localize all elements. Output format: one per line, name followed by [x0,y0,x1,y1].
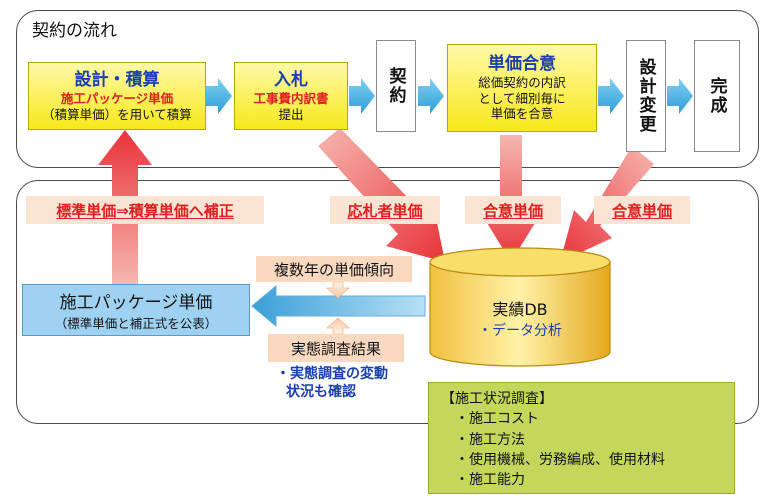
unit-price-agreement-line1: 総価契約の内訳 [478,75,566,91]
completion-step: 完成 [694,40,740,152]
survey-item-machines: ・使用機械、労務編成、使用材料 [455,451,665,468]
design-estimate-line2: （積算単価）を用いて積算 [42,106,192,122]
unit-price-agreement-line2: として細別毎に [478,90,566,106]
left-arrow-icon [251,284,426,328]
design-change-label: 設計変更 [635,58,656,134]
up-arrow-icon [325,317,351,335]
design-estimate-step: 設計・積算 施工パッケージ単価 （積算単価）を用いて積算 [28,62,206,130]
package-title: 施工パッケージ単価 [59,293,213,313]
bid-line2: 提出 [278,106,304,122]
bid-step: 入札 工事費内訳書 提出 [234,62,348,130]
database-title: 実績DB [492,300,548,319]
survey-item-capability: ・施工能力 [455,472,525,489]
bidder-price-label: 応札者単価 [330,196,440,224]
database-subtitle: ・データ分析 [478,323,562,339]
unit-price-agreement-line3: 単価を合意 [490,106,554,122]
survey-note-line2: 状況も確認 [286,383,356,400]
agreed-price-label-1: 合意単価 [465,196,561,224]
multiyear-trend-label: 複数年の単価傾向 [256,256,412,282]
right-arrow-icon [667,78,693,114]
standard-to-estimate-label: 標準単価⇒積算単価へ補正 [26,196,264,224]
right-arrow-icon [598,78,624,114]
down-arrow-icon [325,281,351,299]
construction-survey-box: 【施工状況調査】 ・施工コスト ・施工方法 ・使用機械、労務編成、使用材料 ・施… [428,382,735,494]
bid-line1: 工事費内訳書 [253,91,329,106]
right-arrow-icon [206,78,232,114]
unit-price-agreement-title: 単価合意 [488,53,556,74]
construction-package-box: 施工パッケージ単価 （標準単価と補正式を公表） [22,284,250,336]
contract-flow-title: 契約の流れ [32,21,117,41]
right-arrow-icon [349,78,375,114]
survey-box-title: 【施工状況調査】 [441,391,553,407]
survey-result-label: 実態調査結果 [268,334,404,362]
database-cylinder-icon [429,247,611,367]
contract-step: 契約 [376,40,416,132]
completion-label: 完成 [706,77,727,115]
design-estimate-line1: 施工パッケージ単価 [60,91,174,106]
down-arrow-icon [318,128,445,262]
design-estimate-title: 設計・積算 [74,69,160,90]
survey-note: ・実態調査の変動 状況も確認 [276,366,388,401]
unit-price-agreement-step: 単価合意 総価契約の内訳 として細別毎に 単価を合意 [447,44,597,132]
right-arrow-icon [418,78,444,114]
survey-item-method: ・施工方法 [455,431,525,448]
design-change-step: 設計変更 [626,40,666,152]
bid-title: 入札 [274,69,308,90]
agreed-price-label-2: 合意単価 [594,196,690,224]
survey-note-line1: ・実態調査の変動 [276,366,388,382]
contract-label: 契約 [385,67,406,105]
package-subtitle: （標準単価と補正式を公表） [54,316,218,331]
survey-item-cost: ・施工コスト [455,411,539,428]
